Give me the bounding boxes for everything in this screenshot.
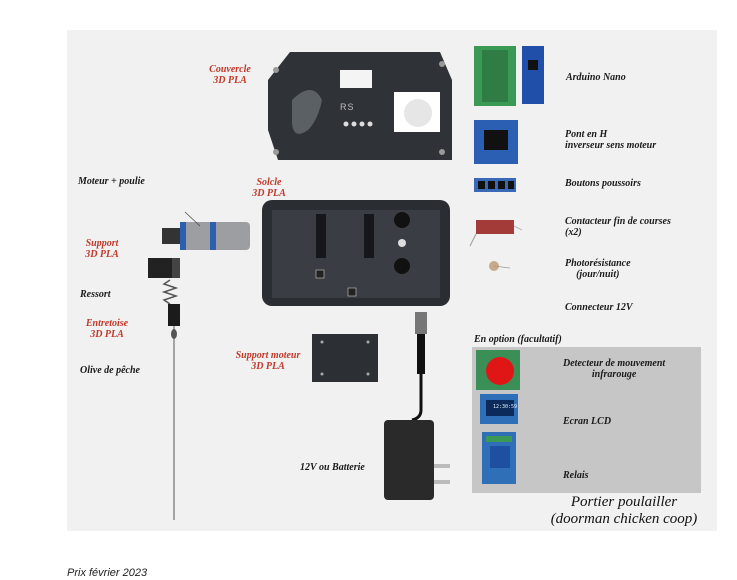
pir-detector-image [476, 350, 520, 390]
limit-switch-image [469, 220, 523, 247]
motor-support-image [312, 334, 378, 382]
label-connecteur: Connecteur 12V [565, 302, 633, 313]
label-ecran: Ecran LCD [563, 416, 612, 427]
label-support-moteur: Support moteur 3D PLA [235, 350, 301, 372]
label-alimentation: 12V ou Batterie [300, 462, 365, 473]
power-adapter-image [384, 312, 450, 500]
label-moteur: Moteur + poulie [78, 176, 145, 187]
label-socle: Solcle 3D PLA [252, 177, 286, 199]
lid-image [268, 52, 452, 160]
label-relais: Relais [563, 470, 589, 481]
base-image [262, 200, 450, 306]
label-support: Support 3D PLA [85, 238, 119, 260]
label-detecteur: Detecteur de mouvement infrarouge [563, 358, 666, 380]
label-entretoise: Entretoise 3D PLA [85, 318, 129, 340]
label-boutons: Boutons poussoirs [565, 178, 641, 189]
lcd-readout: 12:30:59 [492, 404, 518, 410]
box-logo-text: RS [340, 102, 355, 112]
label-option: En option (facultatif) [474, 334, 562, 345]
push-buttons-image [474, 178, 516, 192]
label-couvercle: Couvercle 3D PLA [209, 64, 251, 86]
arduino-image [474, 46, 544, 106]
support-spring-image [148, 258, 180, 520]
motor-image [162, 211, 250, 250]
diagram-title: Portier poulailler (doorman chicken coop… [550, 494, 698, 527]
photoresistor-image [489, 261, 511, 271]
label-ressort: Ressort [80, 289, 111, 300]
h-bridge-image [474, 120, 518, 164]
relay-image [482, 432, 516, 484]
label-contacteur: Contacteur fin de courses (x2) [565, 216, 671, 238]
label-arduino: Arduino Nano [566, 72, 626, 83]
lcd-screen-image [480, 394, 518, 424]
price-note: Prix février 2023 [67, 567, 148, 579]
label-olive: Olive de pêche [80, 365, 140, 376]
label-photoresistance: Photorésistance (jour/nuit) [565, 258, 631, 280]
label-pont-h: Pont en H inverseur sens moteur [565, 129, 657, 151]
